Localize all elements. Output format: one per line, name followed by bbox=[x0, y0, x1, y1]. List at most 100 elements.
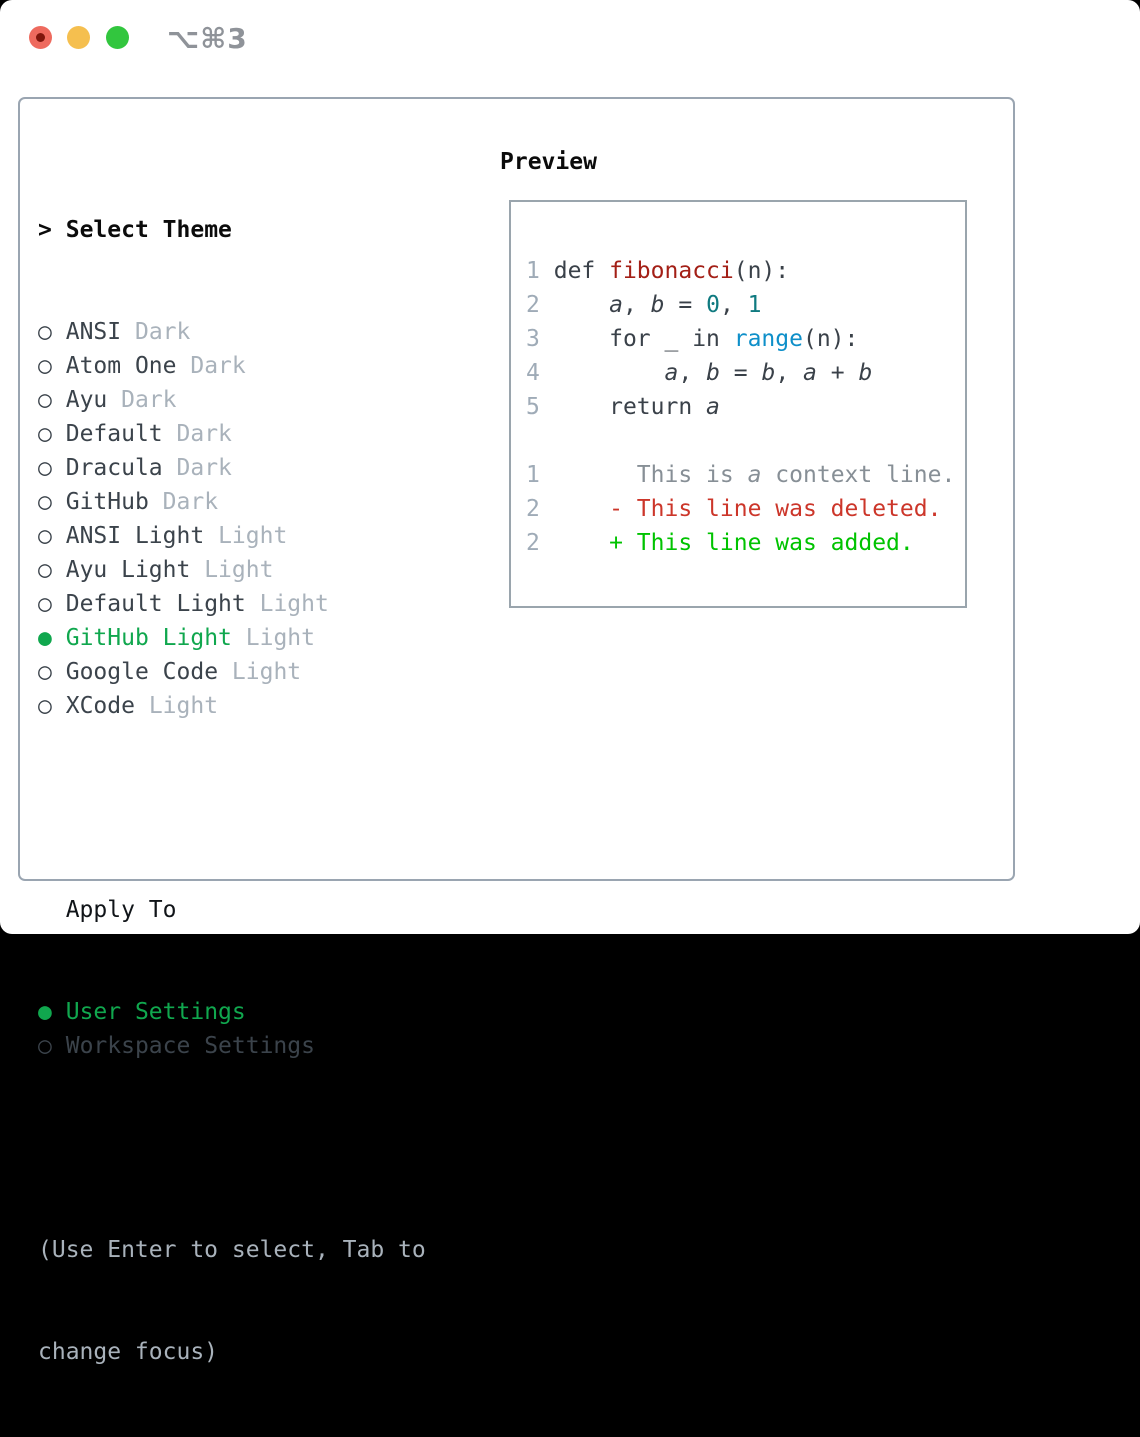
radio-icon: ○ bbox=[38, 489, 52, 515]
titlebar: ⌥⌘3 bbox=[0, 0, 1140, 74]
apply-option-label: User Settings bbox=[66, 999, 246, 1025]
selected-radio-icon: ● bbox=[38, 999, 52, 1025]
theme-variant-tag: Light bbox=[204, 557, 273, 583]
code-token: for _ in bbox=[554, 326, 734, 352]
theme-option-label: ANSI Light bbox=[66, 523, 204, 549]
code-token: , bbox=[720, 292, 748, 318]
code-token: 1 bbox=[748, 292, 762, 318]
radio-icon: ○ bbox=[38, 557, 52, 583]
code-token: b bbox=[706, 360, 720, 386]
code-token: a bbox=[748, 462, 762, 488]
maximize-button[interactable] bbox=[106, 26, 129, 49]
code-token: fibonacci bbox=[609, 258, 734, 284]
code-token: a bbox=[706, 394, 720, 420]
theme-variant-tag: Dark bbox=[135, 319, 190, 345]
code-token: = bbox=[665, 292, 707, 318]
theme-variant-tag: Dark bbox=[190, 353, 245, 379]
radio-icon: ○ bbox=[38, 591, 52, 617]
theme-option-label: Google Code bbox=[66, 659, 218, 685]
radio-icon: ○ bbox=[38, 455, 52, 481]
code-token: , bbox=[678, 360, 706, 386]
theme-variant-tag: Light bbox=[149, 693, 218, 719]
line-number: 2 bbox=[526, 496, 540, 522]
theme-option-ansi[interactable]: ○ ANSI Dark bbox=[38, 315, 426, 349]
theme-list-column: > Select Theme ○ ANSI Dark○ Atom One Dar… bbox=[38, 145, 426, 1437]
code-line-8: 2 - This line was deleted. bbox=[526, 492, 965, 526]
theme-option-ayu[interactable]: ○ Ayu Dark bbox=[38, 383, 426, 417]
line-number: 2 bbox=[526, 530, 540, 556]
theme-option-label: Dracula bbox=[66, 455, 163, 481]
code-token: + This line was added. bbox=[554, 530, 914, 556]
code-line-6 bbox=[526, 424, 965, 458]
select-theme-header: > Select Theme bbox=[38, 213, 426, 247]
close-button-dot-icon bbox=[36, 33, 45, 42]
line-number: 2 bbox=[526, 292, 540, 318]
radio-icon: ○ bbox=[38, 693, 52, 719]
theme-variant-tag: Light bbox=[260, 591, 329, 617]
theme-option-label: GitHub Light bbox=[66, 625, 232, 651]
theme-option-label: ANSI bbox=[66, 319, 121, 345]
selected-radio-icon: ● bbox=[38, 625, 52, 651]
code-line-1: 1 def fibonacci(n): bbox=[526, 254, 965, 288]
apply-option-label: Workspace Settings bbox=[66, 1033, 315, 1059]
minimize-button[interactable] bbox=[67, 26, 90, 49]
code-token: context line. bbox=[761, 462, 955, 488]
code-token: a bbox=[803, 360, 817, 386]
line-number: 5 bbox=[526, 394, 540, 420]
code-line-5: 5 return a bbox=[526, 390, 965, 424]
theme-option-xcode[interactable]: ○ XCode Light bbox=[38, 689, 426, 723]
code-token: a bbox=[609, 292, 623, 318]
code-token: 0 bbox=[706, 292, 720, 318]
apply-option-workspace-settings[interactable]: ○ Workspace Settings bbox=[38, 1029, 426, 1063]
radio-icon: ○ bbox=[38, 319, 52, 345]
spacer bbox=[38, 791, 426, 825]
select-theme-header-label: Select Theme bbox=[66, 217, 232, 243]
radio-icon: ○ bbox=[38, 387, 52, 413]
code-token: (n): bbox=[734, 258, 789, 284]
theme-option-dracula[interactable]: ○ Dracula Dark bbox=[38, 451, 426, 485]
code-token: def bbox=[554, 258, 609, 284]
code-line-2: 2 a, b = 0, 1 bbox=[526, 288, 965, 322]
hint-line-1: (Use Enter to select, Tab to bbox=[38, 1233, 426, 1267]
code-line-4: 4 a, b = b, a + b bbox=[526, 356, 965, 390]
window-title: ⌥⌘3 bbox=[167, 22, 248, 55]
theme-variant-tag: Dark bbox=[121, 387, 176, 413]
theme-option-default-light[interactable]: ○ Default Light Light bbox=[38, 587, 426, 621]
line-number: 3 bbox=[526, 326, 540, 352]
theme-option-label: Default bbox=[66, 421, 163, 447]
theme-option-label: Default Light bbox=[66, 591, 246, 617]
code-token: + bbox=[817, 360, 859, 386]
theme-option-github[interactable]: ○ GitHub Dark bbox=[38, 485, 426, 519]
apply-option-user-settings[interactable]: ● User Settings bbox=[38, 995, 426, 1029]
code-token: - This line was deleted. bbox=[554, 496, 942, 522]
code-token: range bbox=[734, 326, 803, 352]
theme-option-ansi-light[interactable]: ○ ANSI Light Light bbox=[38, 519, 426, 553]
code-token: b bbox=[761, 360, 775, 386]
code-token: = bbox=[720, 360, 762, 386]
theme-option-default[interactable]: ○ Default Dark bbox=[38, 417, 426, 451]
code-token: , bbox=[623, 292, 651, 318]
theme-variant-tag: Dark bbox=[177, 421, 232, 447]
theme-variant-tag: Light bbox=[232, 659, 301, 685]
theme-option-github-light[interactable]: ● GitHub Light Light bbox=[38, 621, 426, 655]
theme-picker-panel: > Select Theme ○ ANSI Dark○ Atom One Dar… bbox=[18, 97, 1015, 881]
radio-icon: ○ bbox=[38, 353, 52, 379]
code-line-7: 1 This is a context line. bbox=[526, 458, 965, 492]
radio-icon: ○ bbox=[38, 659, 52, 685]
radio-icon: ○ bbox=[38, 1033, 52, 1059]
spacer bbox=[38, 1131, 426, 1165]
theme-variant-tag: Dark bbox=[177, 455, 232, 481]
line-number: 1 bbox=[526, 258, 540, 284]
theme-option-ayu-light[interactable]: ○ Ayu Light Light bbox=[38, 553, 426, 587]
code-token: return bbox=[554, 394, 706, 420]
code-token bbox=[554, 360, 665, 386]
apply-to-options-list: ● User Settings○ Workspace Settings bbox=[38, 995, 426, 1063]
theme-option-atom-one[interactable]: ○ Atom One Dark bbox=[38, 349, 426, 383]
code-line-3: 3 for _ in range(n): bbox=[526, 322, 965, 356]
theme-option-label: Ayu Light bbox=[66, 557, 191, 583]
theme-options-list: ○ ANSI Dark○ Atom One Dark○ Ayu Dark○ De… bbox=[38, 315, 426, 723]
theme-option-google-code[interactable]: ○ Google Code Light bbox=[38, 655, 426, 689]
line-number: 4 bbox=[526, 360, 540, 386]
close-button[interactable] bbox=[29, 26, 52, 49]
